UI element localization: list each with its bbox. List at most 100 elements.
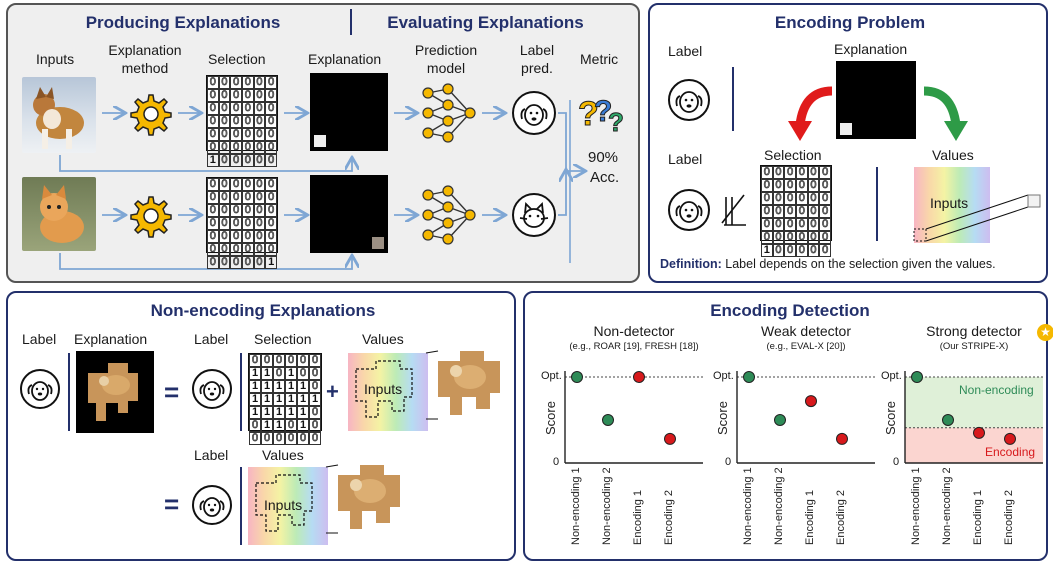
x-tick-label: Encoding 1 — [632, 489, 644, 545]
evaluating-title: Evaluating Explanations — [387, 13, 584, 32]
explanation-masked — [76, 351, 154, 433]
dog-cutout — [325, 464, 400, 534]
x-tick-label: Encoding 1 — [972, 489, 984, 545]
cat-photo — [22, 177, 96, 251]
equals-2: = — [164, 489, 180, 519]
legend-encoding: Encoding — [985, 445, 1036, 459]
masked-region-outline — [355, 360, 413, 418]
star-icon: ★ — [1037, 324, 1053, 341]
encoding-detection-panel: Encoding Detection Non-detector(e.g., RO… — [523, 291, 1053, 563]
col-inputs: Inputs — [36, 51, 75, 67]
question-marks-icon: ? ? ? — [578, 95, 625, 138]
x-tick-label: Encoding 1 — [804, 489, 816, 545]
explanation-pixel — [314, 135, 326, 147]
equals-1: = — [164, 377, 180, 407]
y-axis-label: Score — [543, 401, 558, 435]
y-tick-label: Opt. — [713, 370, 734, 382]
non-encoding-panel: Non-encoding Explanations Label Explanat… — [6, 291, 516, 561]
col-label-pred: Label pred. — [519, 42, 555, 76]
data-point — [571, 371, 583, 383]
producing-title: Producing Explanations — [85, 13, 281, 32]
x-tick-label: Encoding 2 — [835, 489, 847, 545]
neural-network-icon — [422, 185, 476, 245]
data-point — [805, 395, 817, 408]
chart-plot — [564, 371, 703, 464]
pipeline-arrows — [59, 100, 642, 270]
col-selection: Selection — [208, 51, 266, 67]
masked-dog — [88, 363, 138, 421]
chart-title: Weak detector — [760, 323, 851, 339]
data-point — [774, 414, 786, 426]
chart-subtitle: (Our STRIPE-X) — [939, 341, 1009, 352]
explanation-a: Explanation — [74, 331, 148, 347]
values-rainbow — [914, 167, 990, 243]
explanation-box-top — [310, 73, 388, 151]
chart-plot — [736, 371, 875, 464]
x-tick-label: Encoding 2 — [1003, 489, 1015, 545]
dog-label-icon — [668, 189, 710, 231]
col-explanation: Explanation — [308, 51, 382, 67]
detector-charts: Non-detector (e.g., ROAR [19], FRESH [18]… — [525, 293, 1053, 563]
explanation-pixel — [840, 123, 852, 135]
values-text: Values — [932, 147, 974, 163]
non-encoding-zone — [905, 377, 1043, 428]
x-tick-label: Encoding 2 — [663, 489, 675, 545]
data-point — [633, 371, 645, 383]
dog-label-icon — [192, 485, 232, 525]
dog-image — [33, 87, 84, 149]
data-point — [836, 432, 848, 445]
x-tick-label: Non-encoding 2 — [941, 467, 953, 545]
y-axis-label: Score — [883, 401, 898, 435]
selection-text: Selection — [764, 147, 822, 163]
divider — [68, 353, 70, 431]
producing-evaluating-panel: Producing Explanations Evaluating Explan… — [6, 3, 640, 283]
label-text-1: Label — [668, 43, 703, 59]
not-independent-icon — [721, 194, 746, 226]
encoding-problem-title: Encoding Problem — [774, 13, 926, 32]
neural-network-icon — [422, 83, 476, 143]
y-tick-label: 0 — [553, 456, 560, 468]
cat-label-icon — [512, 193, 556, 237]
x-tick-label: Non-encoding 1 — [570, 467, 582, 545]
col-model: Prediction model — [414, 42, 478, 76]
non-encoding-title: Non-encoding Explanations — [150, 301, 376, 320]
x-tick-label: Non-encoding 1 — [742, 467, 754, 545]
divider — [240, 353, 242, 431]
gear-icon — [130, 94, 172, 136]
explanation-box — [836, 61, 916, 139]
svg-text:?: ? — [608, 107, 624, 137]
selection-b: Selection — [254, 331, 312, 347]
x-tick-label: Non-encoding 1 — [910, 467, 922, 545]
data-point — [942, 414, 954, 426]
inputs-b: Inputs — [264, 497, 303, 513]
data-point — [602, 414, 614, 426]
green-arrow-icon — [923, 86, 968, 141]
x-tick-label: Non-encoding 2 — [601, 467, 613, 545]
values-rainbow-b — [248, 467, 328, 545]
y-tick-label: 0 — [725, 456, 732, 468]
red-arrow-icon — [788, 86, 833, 141]
chart-title: Non-detector — [593, 323, 675, 339]
svg-text:?: ? — [578, 95, 599, 133]
chart-plot — [904, 371, 1043, 464]
y-tick-label: Opt. — [541, 370, 562, 382]
label-text-2: Label — [668, 151, 703, 167]
encoding-problem-panel: Encoding Problem Label Explanation Label… — [648, 3, 1048, 283]
label-b: Label — [194, 331, 229, 347]
chart-subtitle: (e.g., ROAR [19], FRESH [18]) — [569, 341, 699, 352]
x-tick-label: Non-encoding 2 — [773, 467, 785, 545]
metric-unit: Acc. — [590, 169, 620, 186]
data-point — [743, 371, 755, 383]
dog-label-icon — [192, 369, 232, 409]
dog-label-icon — [512, 91, 556, 135]
dog-cutout — [425, 350, 500, 420]
dog-label-icon — [20, 369, 60, 409]
inputs-a: Inputs — [364, 381, 403, 397]
values-rainbow-a — [348, 353, 428, 431]
label-a: Label — [22, 331, 57, 347]
legend-non-encoding: Non-encoding — [959, 383, 1034, 397]
y-axis-label: Score — [715, 401, 730, 435]
definition: Definition: Label depends on the selecti… — [660, 257, 996, 271]
